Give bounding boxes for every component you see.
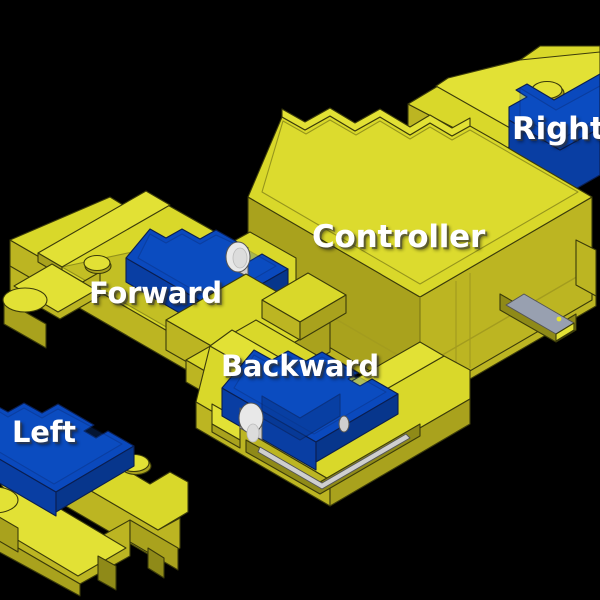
servo-horn-backward-icon — [238, 402, 264, 443]
servo-horn-forward-icon — [225, 241, 251, 278]
part-mid-connector — [261, 272, 347, 341]
part-backward-servo-assembly — [195, 329, 471, 507]
usb-port-icon — [499, 293, 577, 343]
part-left-servo-assembly — [0, 402, 189, 597]
